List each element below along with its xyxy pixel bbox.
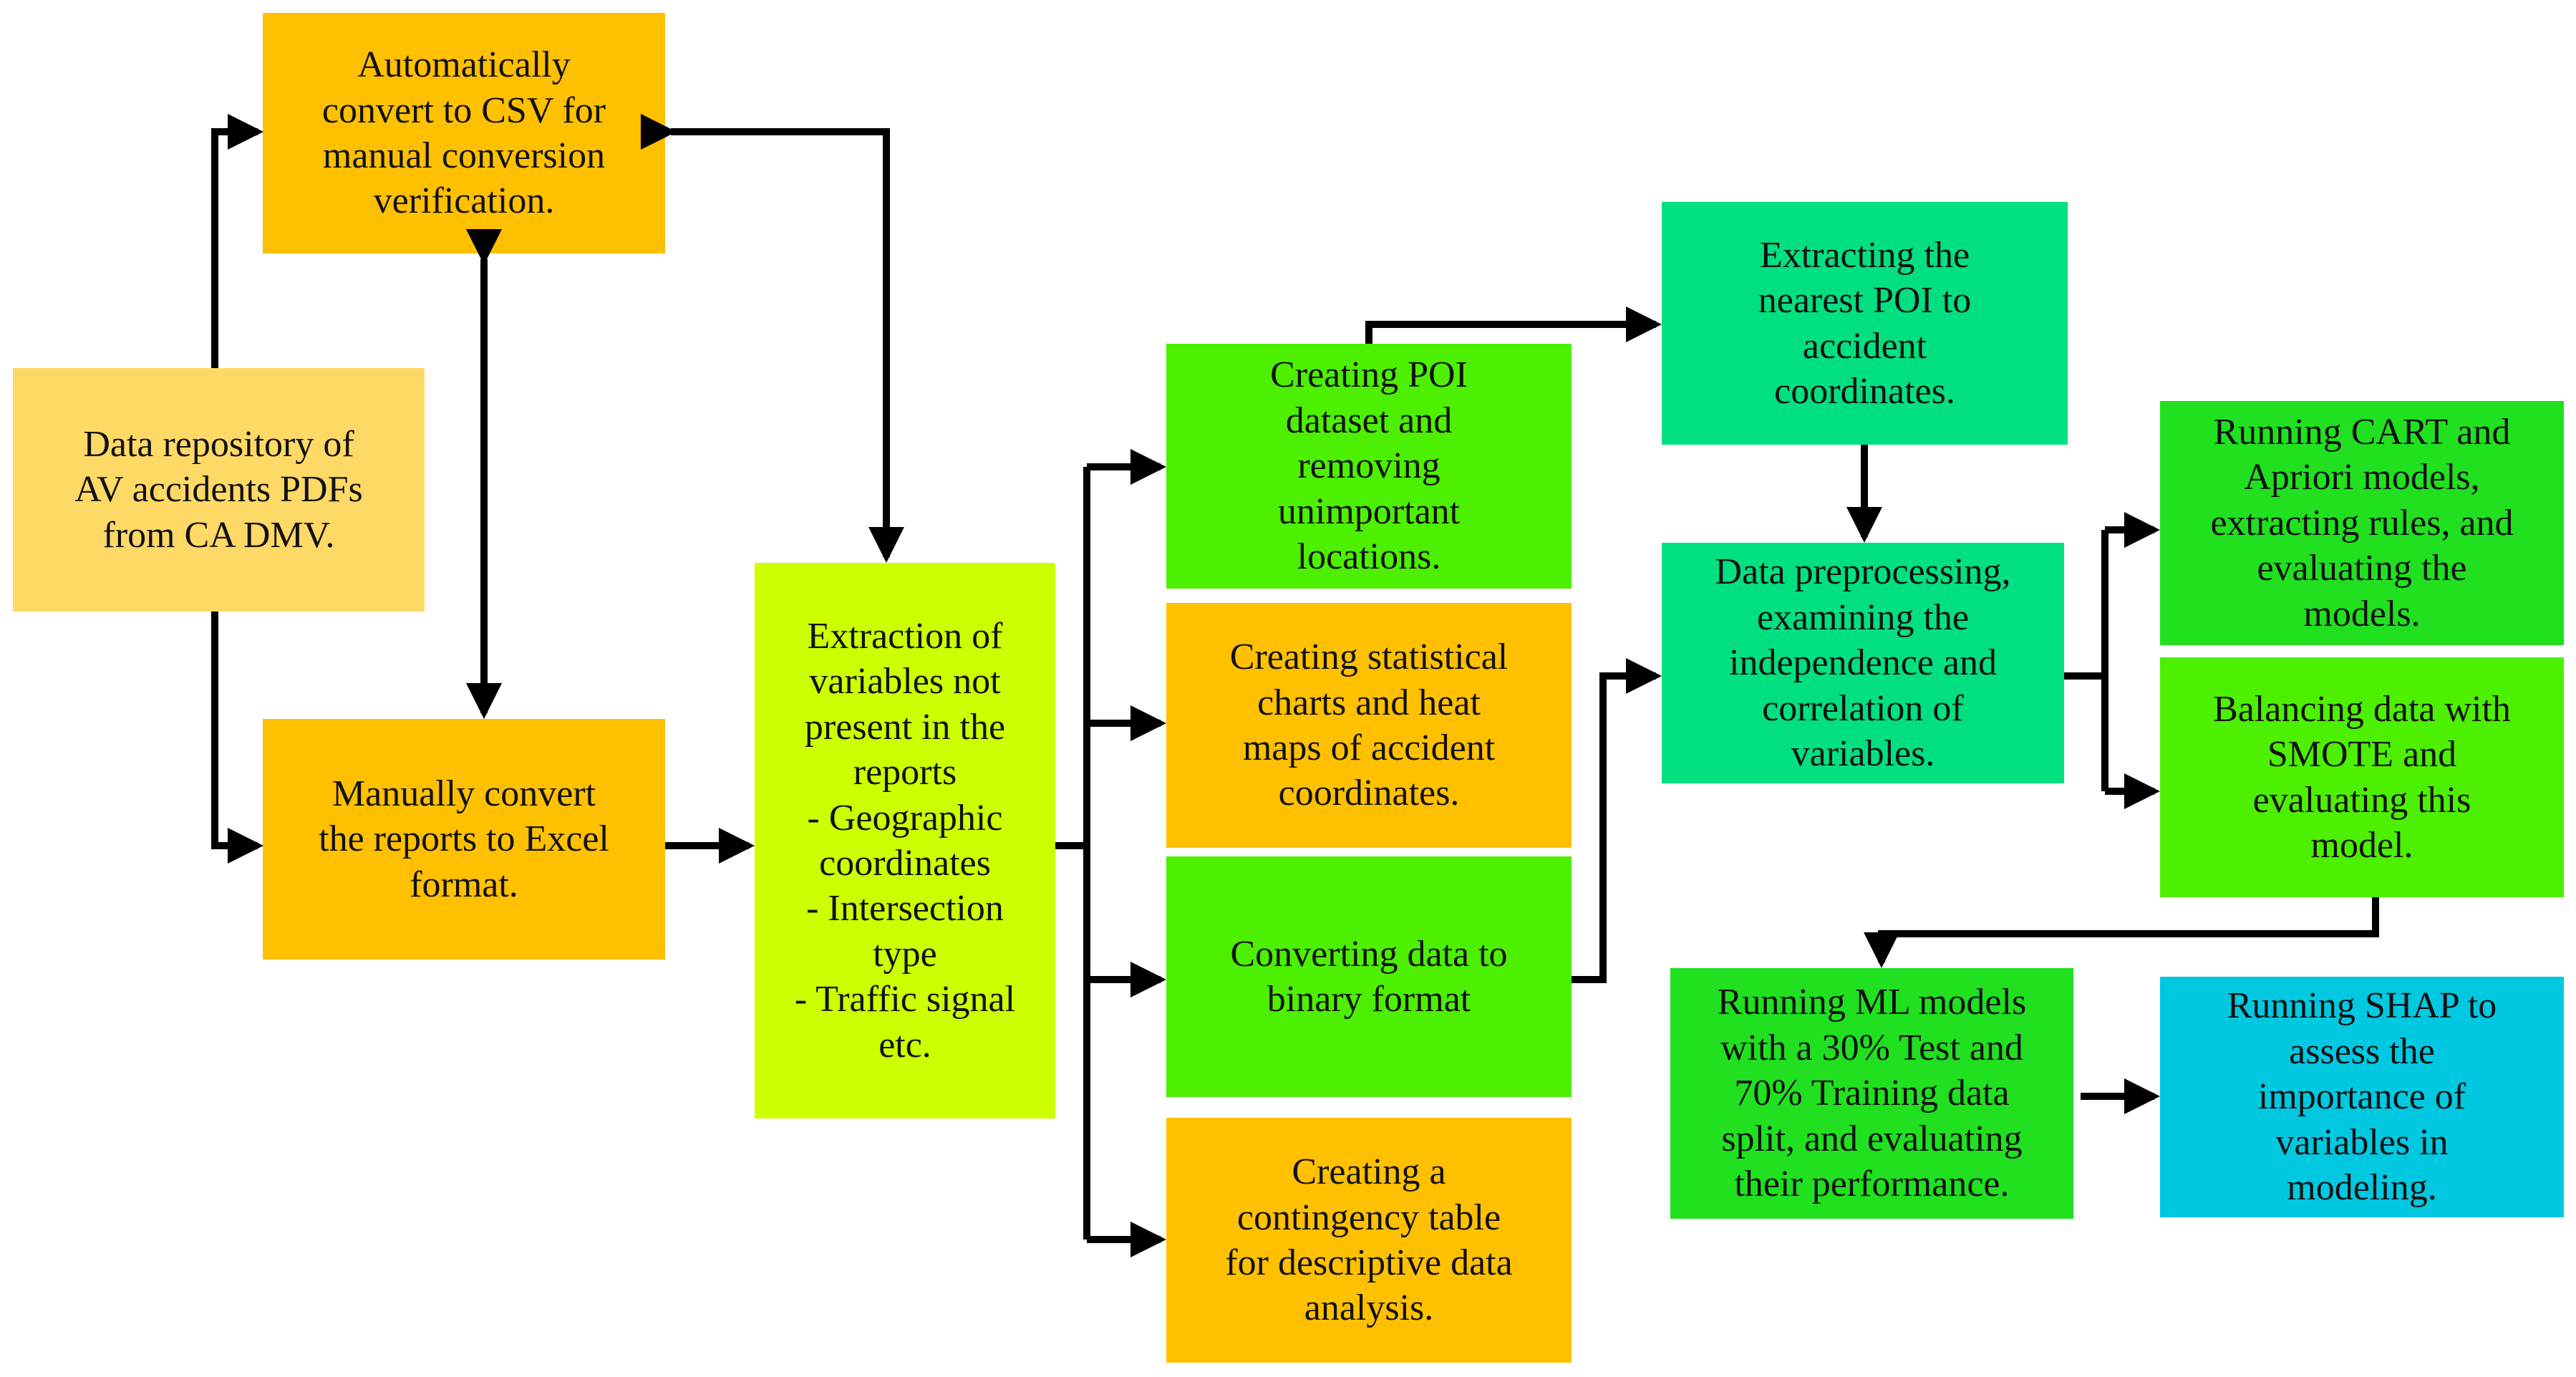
- arrow-poi-to-nearest: [1365, 306, 1662, 344]
- contingency-table-box: Creating a contingency table for descrip…: [1166, 1118, 1572, 1363]
- binary-format-label: Converting data to binary format: [1230, 933, 1508, 1020]
- convert-csv-label: Automatically convert to CSV for manual …: [321, 44, 606, 222]
- data-preprocessing-label: Data preprocessing, examining the indepe…: [1715, 551, 2011, 775]
- nearest-poi-box: Extracting the nearest POI to accident c…: [1662, 202, 2068, 445]
- statistical-charts-label: Creating statistical charts and heat map…: [1229, 637, 1509, 814]
- ml-models-label: Running ML models with a 30% Test and 70…: [1717, 982, 2027, 1205]
- arrow-csv-extract-bidirectional: [641, 114, 904, 564]
- convert-excel-label: Manually convert the reports to Excel fo…: [319, 773, 609, 905]
- extraction-variables-label: Extraction of variables not present in t…: [794, 615, 1016, 1066]
- poi-dataset-box: Creating POI dataset and removing unimpo…: [1166, 344, 1572, 589]
- smote-balancing-label: Balancing data with SMOTE and evaluating…: [2213, 688, 2511, 866]
- arrow-smote-to-ml: [1864, 897, 2379, 969]
- poi-dataset-label: Creating POI dataset and removing unimpo…: [1270, 354, 1468, 578]
- data-repository-label: Data repository of AV accidents PDFs fro…: [74, 423, 363, 556]
- convert-csv-box: Automatically convert to CSV for manual …: [263, 13, 665, 253]
- binary-format-box: Converting data to binary format: [1166, 856, 1572, 1097]
- statistical-charts-box: Creating statistical charts and heat map…: [1166, 603, 1572, 848]
- cart-apriori-label: Running CART and Apriori models, extract…: [2210, 411, 2514, 634]
- nearest-poi-label: Extracting the nearest POI to accident c…: [1758, 234, 1972, 412]
- arrow-binary-to-preproc: [1572, 658, 1662, 983]
- arrow-repo-to-excel: [211, 612, 264, 864]
- smote-balancing-box: Balancing data with SMOTE and evaluating…: [2160, 657, 2564, 897]
- shap-box: Running SHAP to assess the importance of…: [2160, 977, 2564, 1217]
- arrow-repo-to-csv: [211, 114, 264, 368]
- ml-models-box: Running ML models with a 30% Test and 70…: [1670, 968, 2073, 1219]
- shap-label: Running SHAP to assess the importance of…: [2227, 985, 2497, 1209]
- extraction-variables-box: Extraction of variables not present in t…: [755, 563, 1055, 1118]
- convert-excel-box: Manually convert the reports to Excel fo…: [263, 719, 665, 960]
- data-repository-box: Data repository of AV accidents PDFs fro…: [13, 368, 425, 612]
- data-preprocessing-box: Data preprocessing, examining the indepe…: [1662, 543, 2064, 783]
- cart-apriori-box: Running CART and Apriori models, extract…: [2160, 401, 2564, 645]
- contingency-table-label: Creating a contingency table for descrip…: [1225, 1151, 1513, 1329]
